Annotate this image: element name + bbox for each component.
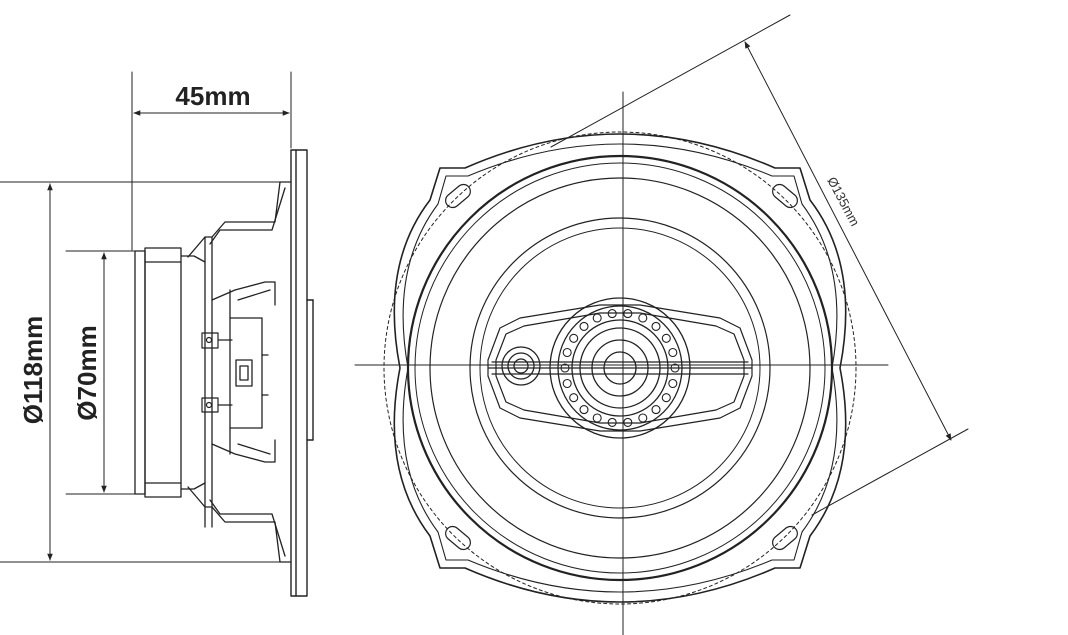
bolt <box>623 417 633 427</box>
bolt <box>569 333 579 343</box>
bolt <box>651 405 661 415</box>
mount-diameter-label: Ø135mm <box>824 174 862 228</box>
magnet-diameter-label: Ø70mm <box>72 325 102 420</box>
basket-frame <box>187 181 292 563</box>
bolt <box>661 333 671 343</box>
bolt <box>668 347 678 358</box>
bolt <box>592 313 602 323</box>
bolt <box>562 347 572 358</box>
bolt <box>607 309 617 319</box>
center-tweeter <box>549 297 691 439</box>
bolt <box>607 417 617 427</box>
bolt <box>670 363 680 373</box>
bolt <box>560 363 570 373</box>
bolt-ring <box>560 309 680 427</box>
bolt <box>638 313 648 323</box>
outer-diameter-dimension <box>0 181 292 563</box>
front-flange <box>290 149 314 597</box>
bolt <box>562 378 572 389</box>
bolt <box>623 309 633 319</box>
mount-diameter-dimension <box>550 14 969 516</box>
front-view: Ø135mm <box>354 14 969 635</box>
side-view: 45mm Ø118mm Ø70mm <box>0 71 314 597</box>
bolt <box>638 413 648 423</box>
bolt <box>569 393 579 403</box>
bolt <box>668 378 678 389</box>
bolt <box>651 321 661 331</box>
terminal-tabs <box>201 332 233 413</box>
bolt <box>661 393 671 403</box>
magnet-diameter-dimension <box>65 250 136 495</box>
bolt <box>579 321 589 331</box>
bolt <box>592 413 602 423</box>
magnet <box>134 247 206 498</box>
side-tweeter <box>501 346 541 386</box>
depth-label: 45mm <box>175 81 250 111</box>
outer-diameter-label: Ø118mm <box>18 316 48 424</box>
bolt <box>579 405 589 415</box>
depth-dimension <box>131 71 292 251</box>
